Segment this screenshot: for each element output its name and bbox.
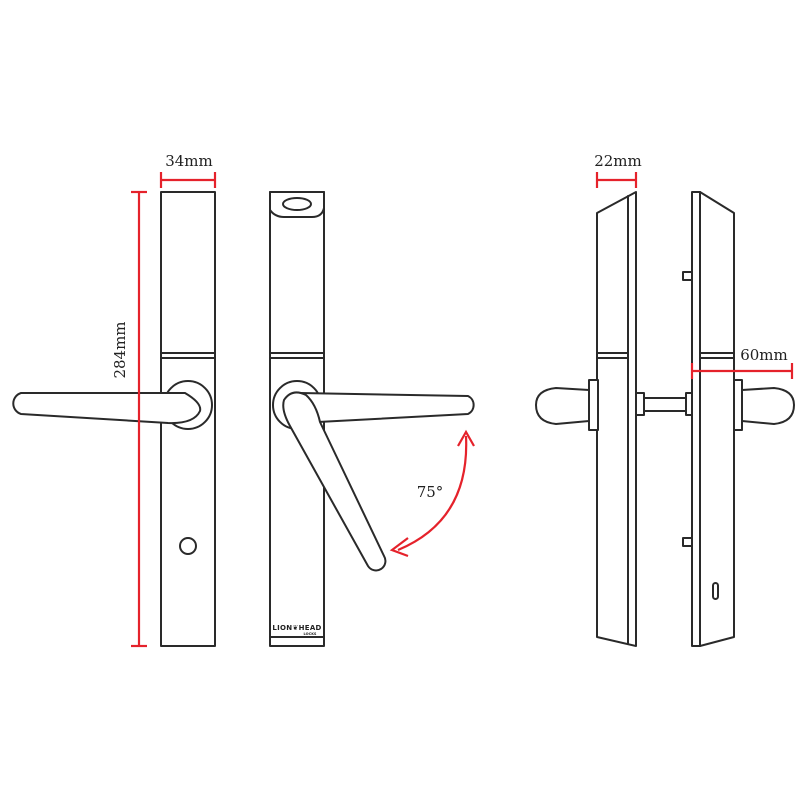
label-60mm: 60mm [740, 346, 788, 364]
side-left-spindle-boss [635, 392, 645, 416]
side-left-rose [588, 379, 599, 431]
side-left-lever-knob [535, 387, 590, 425]
front-cylinder-hole [179, 537, 197, 555]
dimension-75-degree: 75° [389, 429, 475, 558]
dimension-22mm: 22mm [594, 152, 642, 188]
rear-lever-rotated [282, 391, 387, 572]
dimension-284mm: 284mm [111, 190, 147, 648]
svg-text:LION❦HEAD: LION❦HEAD [272, 624, 321, 632]
label-284mm: 284mm [111, 321, 129, 378]
side-right-lever-knob [741, 387, 795, 425]
front-view-handle [12, 191, 216, 647]
rear-view-handle: LION❦HEAD LOCKS [269, 191, 475, 647]
side-keyhole [712, 582, 719, 600]
side-right-plate [691, 191, 735, 647]
side-right-rose [733, 379, 743, 431]
angle-arrow-bottom [389, 537, 409, 558]
rear-slot [282, 197, 312, 211]
lionhead-logo: LION❦HEAD LOCKS [272, 624, 321, 636]
label-34mm: 34mm [165, 152, 213, 170]
dimension-34mm: 34mm [159, 152, 217, 188]
dimension-60mm: 60mm [690, 346, 794, 379]
side-right-lug-top [682, 271, 693, 281]
rear-plate-top-cap [269, 191, 325, 218]
side-right-lug-bottom [682, 537, 693, 547]
side-view-handle [535, 191, 795, 647]
svg-text:LOCKS: LOCKS [304, 632, 317, 636]
angle-arc [397, 435, 468, 552]
angle-arrow-top [457, 429, 475, 447]
label-75-degree: 75° [417, 483, 444, 501]
side-spindle [643, 397, 687, 412]
rear-lever-horizontal [299, 392, 475, 423]
label-22mm: 22mm [594, 152, 642, 170]
front-lever [12, 392, 202, 425]
side-plate-outer [596, 191, 637, 647]
